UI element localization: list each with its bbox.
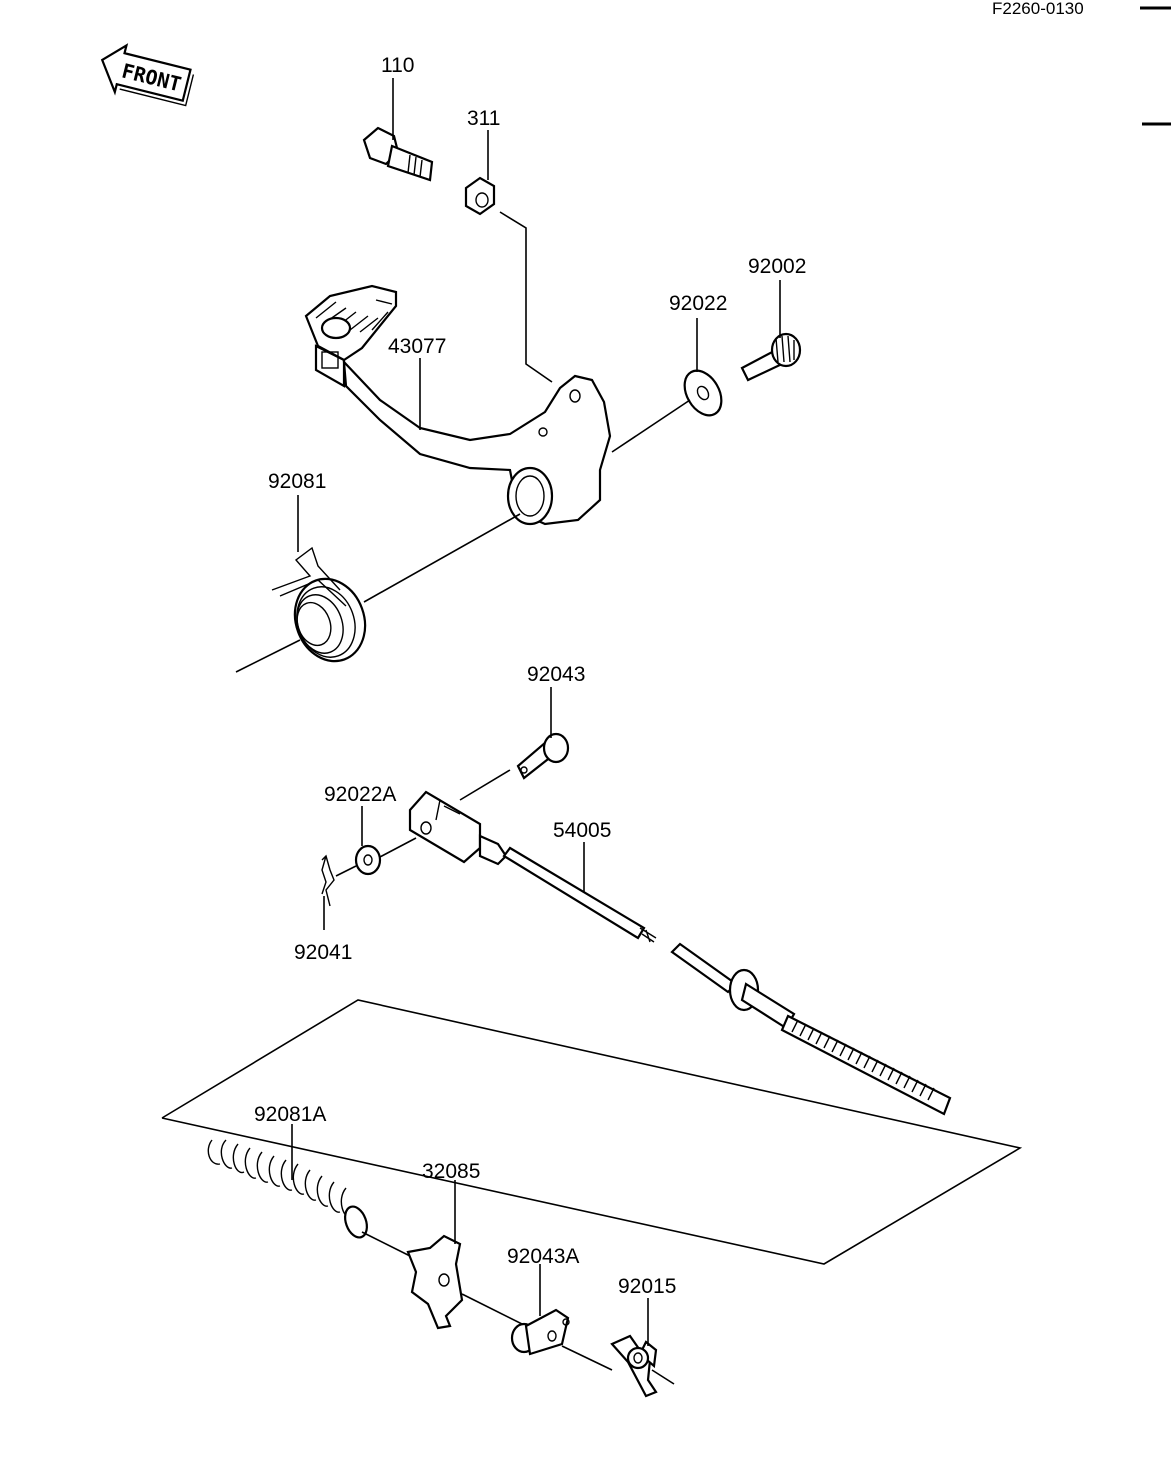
brake-rod-clevis bbox=[408, 790, 508, 866]
part-label-92002: 92002 bbox=[748, 255, 807, 278]
part-label-110: 110 bbox=[381, 54, 415, 77]
sub-assembly-outline bbox=[161, 999, 1023, 1265]
trunnion-plate-32085 bbox=[406, 1234, 464, 1330]
brake-rod-54005 bbox=[502, 846, 952, 1116]
wing-nut-92015 bbox=[610, 1334, 658, 1398]
brake-pedal-43077 bbox=[304, 284, 612, 526]
nut-311 bbox=[464, 176, 496, 216]
cotter-pin-92041 bbox=[321, 854, 335, 907]
trunnion-pin-92043A bbox=[510, 1308, 570, 1356]
part-label-92015: 92015 bbox=[618, 1275, 677, 1298]
part-label-43077: 43077 bbox=[388, 335, 447, 358]
part-label-92081: 92081 bbox=[268, 470, 327, 493]
figure-reference: F2260-0130 bbox=[992, 0, 1084, 18]
washer-92022A bbox=[354, 844, 382, 876]
part-label-54005: 54005 bbox=[553, 819, 612, 842]
adjuster-spring-92081A bbox=[207, 1139, 368, 1239]
part-label-92022A: 92022A bbox=[324, 783, 397, 806]
part-label-92043A: 92043A bbox=[507, 1245, 580, 1268]
clevis-pin-92043 bbox=[516, 732, 570, 780]
part-label-92043: 92043 bbox=[527, 663, 586, 686]
washer-92022 bbox=[683, 369, 723, 417]
part-label-311: 311 bbox=[467, 107, 501, 130]
part-label-32085: 32085 bbox=[422, 1160, 481, 1183]
bolt-110 bbox=[362, 126, 434, 182]
return-spring-92081 bbox=[271, 546, 367, 663]
front-direction-arrow: FRONT bbox=[100, 43, 195, 107]
part-label-92041: 92041 bbox=[294, 941, 353, 964]
part-label-92081A: 92081A bbox=[254, 1103, 327, 1126]
part-label-92022: 92022 bbox=[669, 292, 728, 315]
bolt-92002 bbox=[740, 332, 802, 382]
